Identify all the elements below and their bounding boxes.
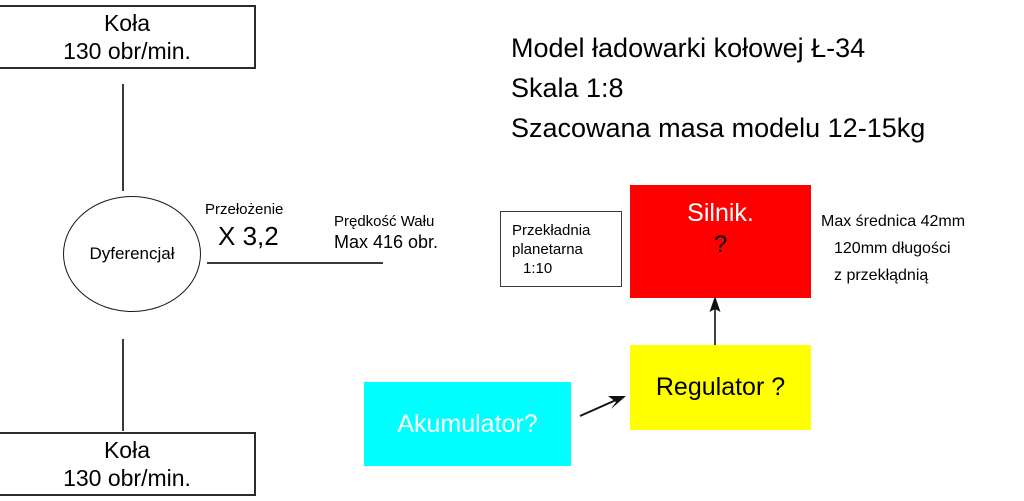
planetary-gear-box: Przekładnia planetarna 1:10 <box>500 211 622 287</box>
wheels-top-label: Koła <box>103 10 151 36</box>
motor-question-mark: ? <box>713 231 728 258</box>
title-line-2: Skala 1:8 <box>511 73 624 103</box>
shaft-speed-caption: Prędkość Wału <box>334 213 435 230</box>
motor-spec-notes: Max średnica 42mm 120mm długości z przek… <box>821 208 965 289</box>
accumulator-box: Akumulator? <box>364 382 571 466</box>
title-line-3: Szacowana masa modelu 12-15kg <box>511 113 926 143</box>
title-line-1: Model ładowarki kołowej Ł-34 <box>511 33 866 63</box>
regulator-label: Regulator ? <box>655 373 786 401</box>
regulator-box: Regulator ? <box>630 345 811 430</box>
planetary-gear-line-1: Przekładnia <box>512 221 591 239</box>
motor-spec-gearbox: z przekłądnią <box>834 267 929 284</box>
wheels-bottom-label: Koła <box>103 437 151 463</box>
wheels-top-rpm: 130 obr/min. <box>63 38 191 64</box>
connector-top-wheels-to-differential <box>122 84 124 191</box>
accumulator-label: Akumulator? <box>397 409 538 438</box>
connector-differential-to-shaft <box>207 262 383 264</box>
title-block: Model ładowarki kołowej Ł-34 Skala 1:8 S… <box>511 28 925 148</box>
planetary-gear-ratio: 1:10 <box>523 259 553 277</box>
motor-spec-length: 120mm długości <box>834 240 951 257</box>
wheels-top-box: Koła 130 obr/min. <box>0 5 256 69</box>
motor-box: Silnik. ? <box>630 185 811 298</box>
ratio-caption: Przełożenie <box>205 201 284 218</box>
motor-label: Silnik. <box>687 199 754 227</box>
arrow-right-icon <box>579 396 626 417</box>
planetary-gear-line-2: planetarna <box>512 240 583 258</box>
ratio-value: X 3,2 <box>218 221 279 251</box>
shaft-speed-value: Max 416 obr. <box>334 232 439 252</box>
wheels-bottom-rpm: 130 obr/min. <box>63 465 191 491</box>
motor-spec-diameter: Max średnica 42mm <box>821 213 966 230</box>
differential-node: Dyferencjał <box>63 196 201 312</box>
arrow-up-icon <box>709 296 721 346</box>
connector-differential-to-bottom-wheels <box>122 339 124 431</box>
differential-label: Dyferencjał <box>89 244 175 263</box>
shaft-speed-label: Prędkość Wału Max 416 obr. <box>334 212 438 252</box>
wheels-bottom-box: Koła 130 obr/min. <box>0 432 256 496</box>
